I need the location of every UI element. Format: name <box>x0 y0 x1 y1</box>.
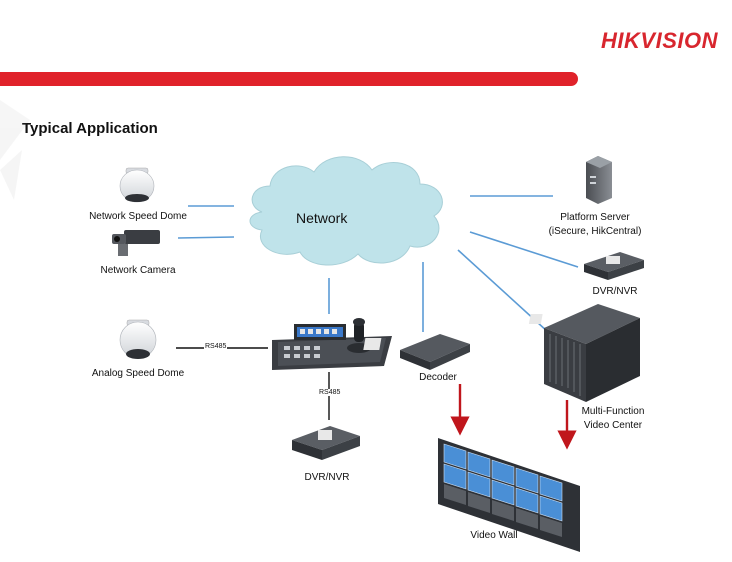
platform-server-icon <box>586 156 612 204</box>
network-speed-dome-label: Network Speed Dome <box>89 211 187 222</box>
page-title: Typical Application <box>22 120 158 137</box>
network-cloud <box>249 156 443 266</box>
multi-function-video-center-icon <box>528 304 640 402</box>
network-camera-label: Network Camera <box>100 265 176 276</box>
dvr-nvr-bottom-label: DVR/NVR <box>304 472 350 483</box>
analog-speed-dome-icon <box>119 319 157 359</box>
header-red-bar <box>0 72 578 86</box>
multi-function-label-line2: Video Center <box>583 420 643 431</box>
decoder-icon <box>363 334 470 370</box>
decoder-label: Decoder <box>419 372 457 383</box>
watermark-shapes <box>0 100 30 200</box>
rs485-bottom-label: RS485 <box>318 389 342 396</box>
platform-server-label-line2: (iSecure, HikCentral) <box>548 226 642 237</box>
dvr-nvr-right-label: DVR/NVR <box>592 286 638 297</box>
network-speed-dome-icon <box>119 167 155 203</box>
platform-server-label-line1: Platform Server <box>560 212 630 223</box>
hikvision-logo: HIKVISION <box>601 28 718 53</box>
link-network-dvr-right <box>469 231 579 268</box>
dvr-nvr-bottom-icon <box>292 426 360 460</box>
analog-speed-dome-label: Analog Speed Dome <box>91 368 185 379</box>
dvr-nvr-right-icon <box>584 252 644 280</box>
network-camera-icon <box>112 230 160 256</box>
keyboard-controller-icon <box>272 318 392 370</box>
video-wall-icon <box>438 438 580 552</box>
video-wall-label: Video Wall <box>470 530 518 541</box>
network-label: Network <box>296 210 348 226</box>
rs485-left-label: RS485 <box>204 343 228 350</box>
link-camera-network <box>177 236 235 239</box>
multi-function-label-line1: Multi-Function <box>581 406 645 417</box>
